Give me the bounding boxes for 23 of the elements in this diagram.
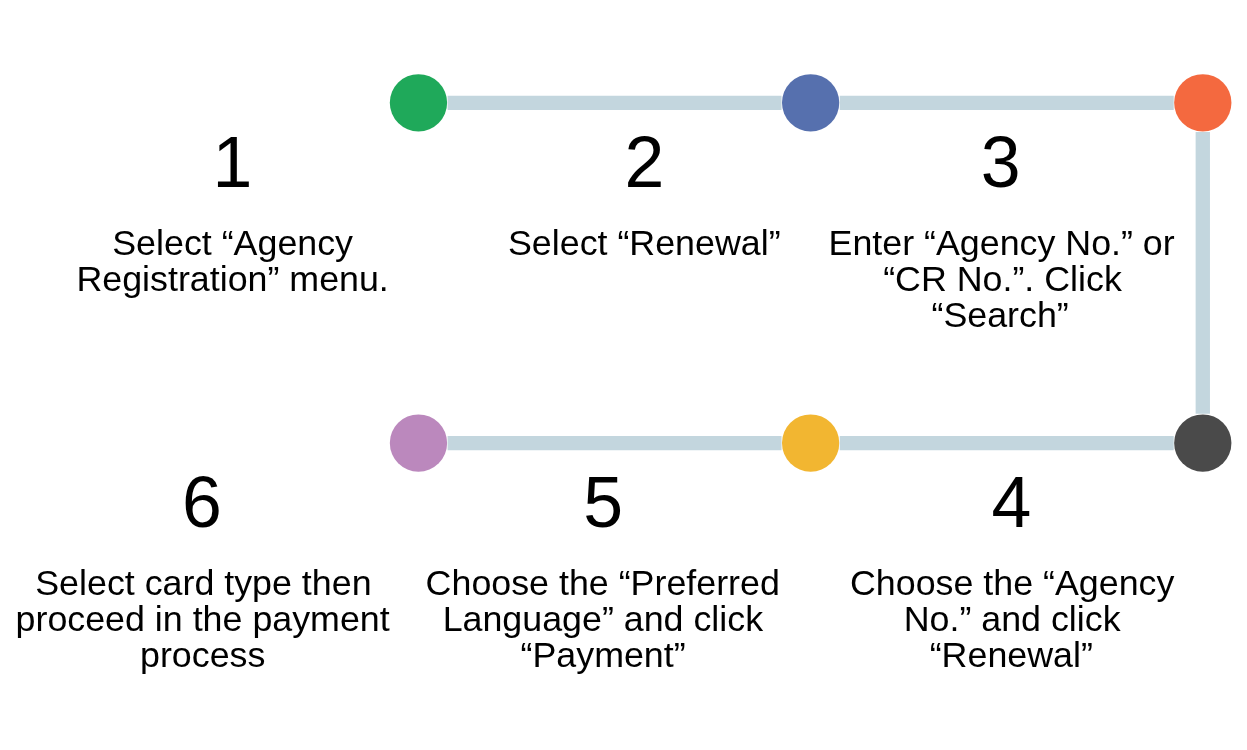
- connector: [839, 435, 1174, 451]
- connector: [447, 95, 782, 110]
- connector: [447, 435, 782, 451]
- node-circle: [782, 414, 840, 472]
- node-label: Choose the “Preferred Language” and click “Payment”: [425, 563, 780, 675]
- node-circle: [389, 74, 448, 132]
- connector: [1195, 131, 1210, 414]
- connector: [839, 95, 1174, 110]
- node-label: 1: [212, 121, 253, 202]
- node-label: Select “Renewal”: [508, 223, 781, 264]
- node-label: Enter “Agency No.” or “CR No.”. Click “Search”: [828, 223, 1175, 335]
- node-label: 3: [980, 121, 1021, 202]
- node-label: 6: [182, 462, 222, 543]
- node-circle: [782, 74, 840, 132]
- node-label: 5: [583, 462, 624, 543]
- node-label: Choose the “Agency No.” and click “Renewal”: [850, 563, 1175, 675]
- node-label: Select “Agency Registration” menu.: [76, 223, 389, 299]
- node-circle: [1174, 74, 1232, 132]
- node-circle: [1174, 414, 1232, 472]
- node-circle: [389, 414, 448, 472]
- node-label: Select card type then proceed in the payment process: [15, 563, 390, 675]
- node-label: 2: [624, 121, 665, 202]
- node-label: 4: [991, 462, 1032, 543]
